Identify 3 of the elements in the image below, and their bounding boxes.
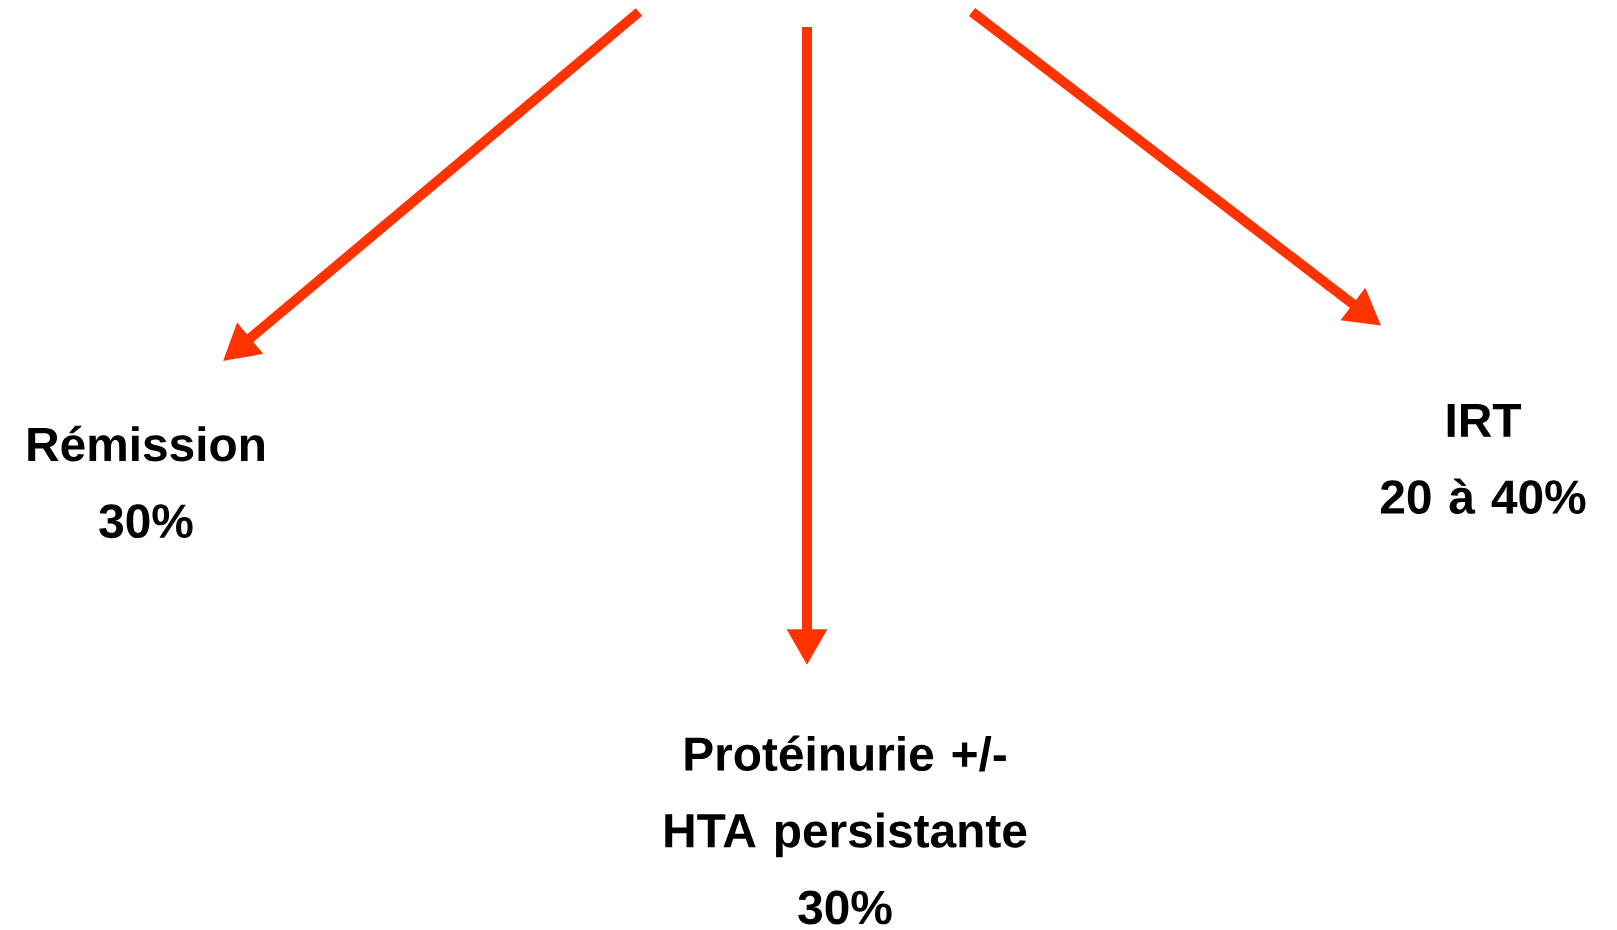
outcome-label: Protéinurie +/- HTA persistante 30% xyxy=(665,735,1027,925)
outcome-label: IRT 20 à 40% xyxy=(1381,403,1586,515)
outcome-label: Rémission 30% xyxy=(28,425,264,539)
